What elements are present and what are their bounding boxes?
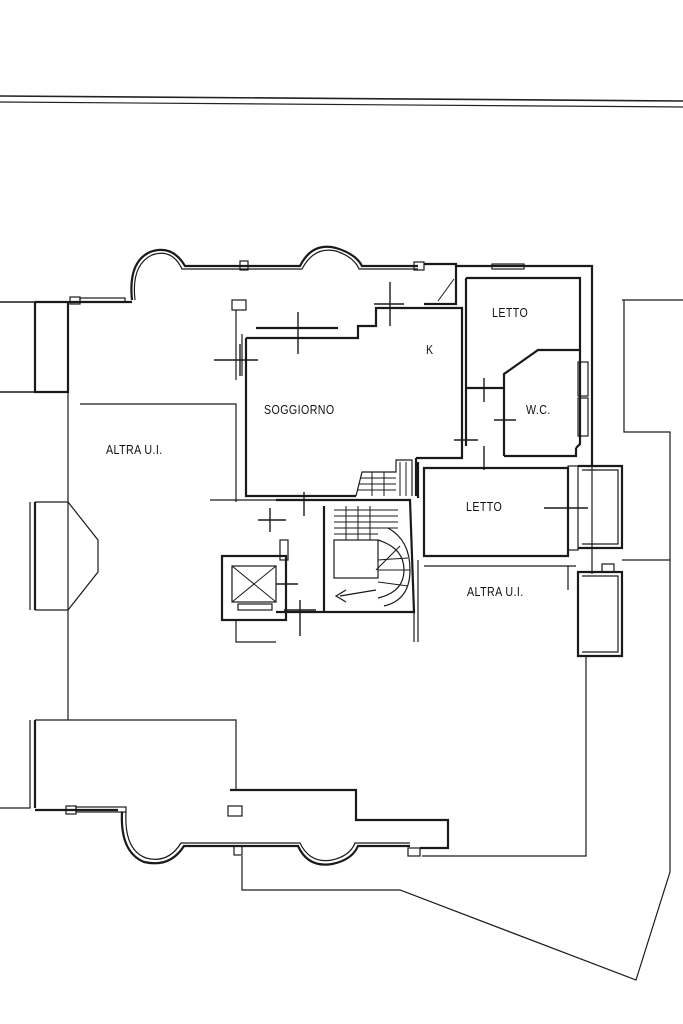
elevator <box>220 554 298 622</box>
room-label-letto-top: LETTO <box>492 305 529 320</box>
room-label-altra-ui-left: ALTRA U.I. <box>106 442 163 457</box>
room-label-letto-bottom: LETTO <box>466 499 503 514</box>
stairwell <box>258 492 416 636</box>
stair-upper <box>355 459 413 497</box>
room-label-soggiorno: SOGGIORNO <box>264 402 335 417</box>
room-label-wc: W.C. <box>526 402 551 417</box>
street-boundary <box>0 95 683 108</box>
room-label-altra-ui-right: ALTRA U.I. <box>467 584 524 599</box>
room-label-kitchen: K <box>426 342 434 357</box>
building-outline <box>0 245 683 981</box>
